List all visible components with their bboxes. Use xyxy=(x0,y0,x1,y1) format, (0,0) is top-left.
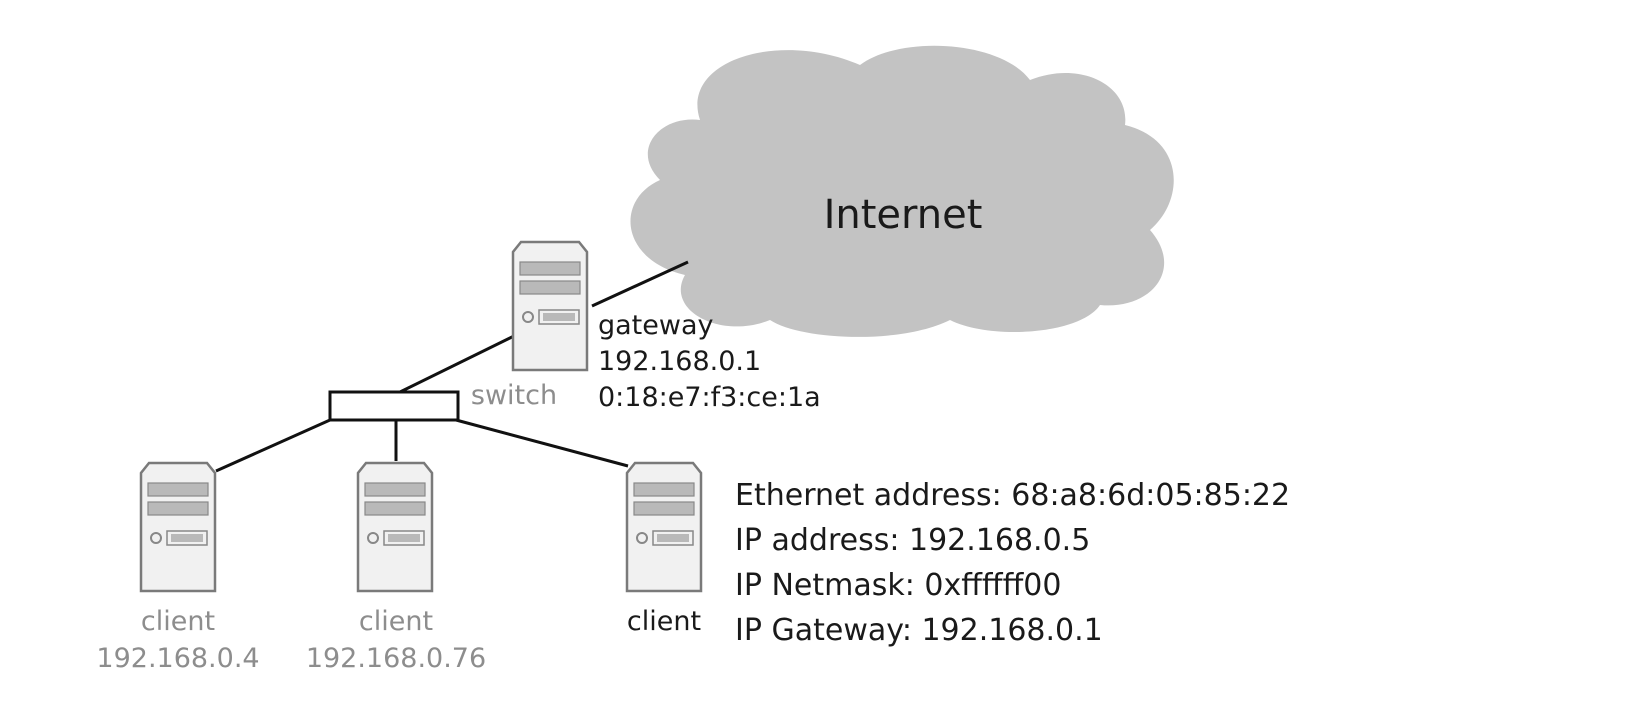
gateway-name: gateway xyxy=(598,310,714,341)
client-1-server-icon xyxy=(139,461,217,593)
gateway-server: gateway 192.168.0.1 0:18:e7:f3:ce:1a xyxy=(511,240,821,413)
client-2-server-icon xyxy=(356,461,434,593)
client-details: Ethernet address: 68:a8:6d:05:85:22 IP a… xyxy=(735,478,1290,648)
client-2: client 192.168.0.76 xyxy=(306,461,486,674)
gateway-ip: 192.168.0.1 xyxy=(598,346,761,377)
cloud-shape xyxy=(630,45,1174,337)
gateway-mac: 0:18:e7:f3:ce:1a xyxy=(598,382,821,413)
client-3-server-icon xyxy=(625,461,703,593)
internet-cloud: Internet xyxy=(630,45,1174,337)
switch-client1-link xyxy=(215,418,331,473)
switch-client3-link xyxy=(455,418,629,468)
client-ip-netmask: IP Netmask: 0xffffff00 xyxy=(735,568,1061,603)
network-switch: switch xyxy=(328,380,557,422)
switch-label: switch xyxy=(471,380,557,411)
gateway-server-icon xyxy=(511,240,589,372)
client-1-ip: 192.168.0.4 xyxy=(96,643,259,674)
client-1-name: client xyxy=(141,606,215,637)
gateway-internet-link xyxy=(591,260,689,308)
client-2-name: client xyxy=(359,606,433,637)
client-ip-address: IP address: 192.168.0.5 xyxy=(735,523,1090,558)
client-3: client xyxy=(625,461,703,637)
client-2-ip: 192.168.0.76 xyxy=(306,643,486,674)
connection-lines xyxy=(215,260,689,473)
client-3-name: client xyxy=(627,606,701,637)
client-ip-gateway: IP Gateway: 192.168.0.1 xyxy=(735,613,1103,648)
internet-label: Internet xyxy=(824,192,983,238)
switch-box xyxy=(328,390,460,422)
switch-gateway-link xyxy=(399,334,515,394)
client-1: client 192.168.0.4 xyxy=(96,461,260,674)
client-ethernet-address: Ethernet address: 68:a8:6d:05:85:22 xyxy=(735,478,1290,513)
